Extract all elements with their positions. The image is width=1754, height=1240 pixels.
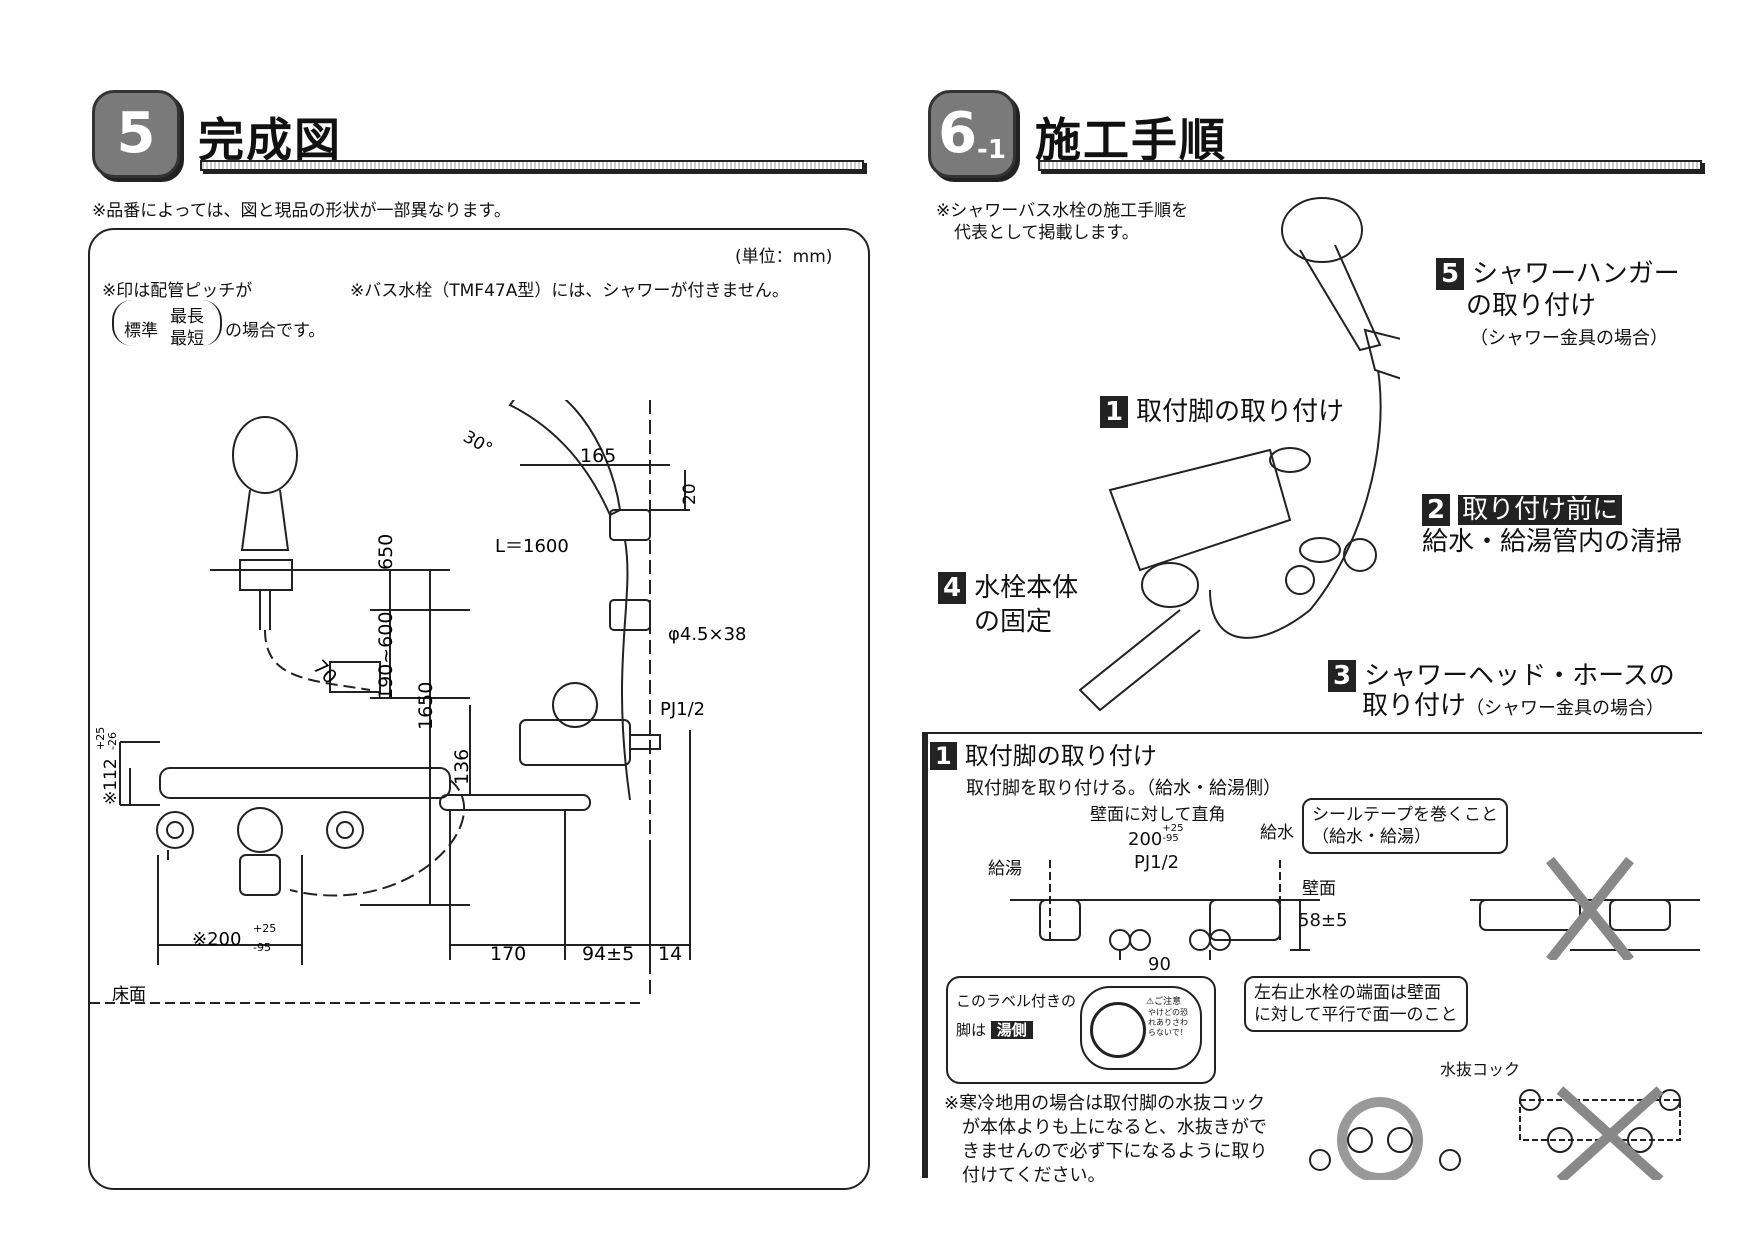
dim-650: 650: [375, 534, 397, 570]
front-leg-right: [326, 811, 364, 849]
step-5-line3: （シャワー金具の場合）: [1470, 328, 1668, 349]
front-leg-left: [156, 811, 194, 849]
side-spout: [439, 794, 591, 811]
mount-leg-diagram: [1010, 856, 1700, 960]
hot-side-tag: 湯側: [990, 1021, 1033, 1039]
pitch-bracket: [112, 300, 222, 346]
title-rule: [200, 160, 864, 171]
front-hanger: [239, 559, 293, 591]
step-3-line2: 取り付け（シャワー金具の場合）: [1362, 691, 1665, 721]
pitch-standard: 標準: [124, 321, 158, 341]
dim-90: 90: [1148, 954, 1171, 975]
dim-200: ※200: [192, 929, 241, 950]
front-spout: [239, 854, 281, 896]
side-hanger-upper: [609, 509, 651, 541]
dim-165: 165: [580, 445, 616, 467]
perpendicular-note: 壁面に対して直角: [1090, 805, 1226, 825]
section-rule: [922, 732, 1702, 734]
section-1-sub: 取付脚を取り付ける。（給水・給湯側）: [966, 778, 1281, 799]
cold-leg: [1209, 899, 1281, 941]
front-faucet-body: [159, 767, 451, 799]
pitch-note: ※印は配管ピッチが: [102, 281, 253, 301]
intro-line-2: 代表として掲載します。: [954, 223, 1139, 243]
front-shower-head: [232, 416, 298, 494]
wrong-cross: [1546, 856, 1634, 960]
faucet-body: [1108, 448, 1292, 572]
dim-112-tol-minus: -26: [106, 732, 119, 750]
label-floor: 床面: [112, 985, 146, 1005]
label-pj-right: PJ1/2: [1134, 852, 1180, 873]
dim-200-tol-plus: +25: [253, 922, 276, 935]
dim-angle: 30°: [460, 427, 496, 459]
dim-112: ※112: [101, 758, 121, 805]
label-screw: φ4.5×38: [668, 624, 747, 645]
pitch-max: 最長: [170, 307, 204, 327]
step-5-line2: の取り付け: [1466, 291, 1597, 321]
label-hose-length: L＝1600: [495, 536, 569, 557]
dim-136: 136: [451, 749, 473, 785]
label-supply: 給水: [1260, 823, 1294, 843]
caution-label: ⚠ご注意 やけどの恐れありさわらないで！: [1080, 986, 1202, 1070]
step-2-line2: 給水・給湯管内の清掃: [1422, 527, 1683, 557]
dim-1650: 1650: [415, 682, 437, 730]
section-6-title: 施工手順: [1035, 113, 1227, 167]
seal-tape-callout: シールテープを巻くこと（給水・給湯）: [1302, 798, 1508, 854]
shape-note: ※品番によっては、図と現品の形状が一部異なります。: [92, 201, 511, 221]
parallel-callout: 左右止水栓の端面は壁面に対して平行で面一のこと: [1244, 976, 1468, 1032]
dim-20: 20: [680, 483, 700, 505]
step-4-line2: の固定: [974, 607, 1053, 637]
bath-faucet-note: ※バス水栓（TMF47A型）には、シャワーが付きません。: [350, 281, 789, 301]
pitch-note-end: の場合です。: [225, 321, 326, 341]
drain-cock-label: 水抜コック: [1440, 1060, 1521, 1079]
front-handle-center: [237, 807, 283, 853]
dim-112-tol-plus: +25: [94, 727, 107, 750]
pitch-200: 200+25-95: [1128, 823, 1184, 851]
front-shower-handle: [240, 489, 290, 551]
label-wall-right: 壁面: [1302, 879, 1336, 899]
shower-head: [1281, 197, 1363, 263]
drain-cock-diagram: [1309, 1086, 1681, 1180]
cold-region-note: ※寒冷地用の場合は取付脚の水抜コック が本体よりも上になると、水抜きがで きませ…: [944, 1093, 1268, 1186]
hot-leg: [1039, 899, 1081, 941]
drain-wrong-cross: [1556, 1086, 1664, 1180]
dim-94: 94±5: [582, 943, 634, 965]
overview-illustration: [1078, 197, 1400, 712]
dim-58: 58±5: [1298, 910, 1348, 931]
front-hanger-lower: [329, 661, 381, 693]
completion-drawing-frame: [88, 228, 870, 1190]
completion-drawing: 650 190~600 1650 70 ※112 +25 -26 ※200 +2…: [90, 400, 747, 1005]
section-side-bar: [922, 732, 928, 1178]
label-pj: PJ1/2: [660, 699, 705, 720]
side-faucet-handle: [552, 682, 598, 728]
faucet-spout: [1078, 609, 1201, 712]
side-hanger-lower: [609, 599, 651, 631]
mount-leg-2: [1299, 537, 1341, 563]
shower-hose: [1209, 369, 1382, 639]
no-touch-icon: [1090, 1002, 1146, 1058]
intro-line-1: ※シャワーバス水栓の施工手順を: [936, 201, 1189, 221]
pitch-min: 最短: [170, 329, 204, 349]
mount-leg-1: [1269, 447, 1311, 473]
shower-hanger: [1363, 328, 1400, 380]
dim-14: 14: [658, 943, 682, 965]
dim-170: 170: [490, 943, 526, 965]
section-6-badge: 6-1: [928, 90, 1016, 178]
side-shower-head: [508, 400, 622, 517]
unit-label: (単位：mm): [735, 247, 833, 267]
front-hose: [259, 590, 271, 630]
dim-200-tol-minus: -95: [253, 941, 271, 954]
section-5-title: 完成図: [198, 113, 342, 167]
label-hot: 給湯: [988, 859, 1022, 879]
section-5-badge: 5: [92, 90, 180, 178]
dim-190-600: 190~600: [375, 612, 397, 700]
title-rule-right: [1038, 160, 1702, 171]
